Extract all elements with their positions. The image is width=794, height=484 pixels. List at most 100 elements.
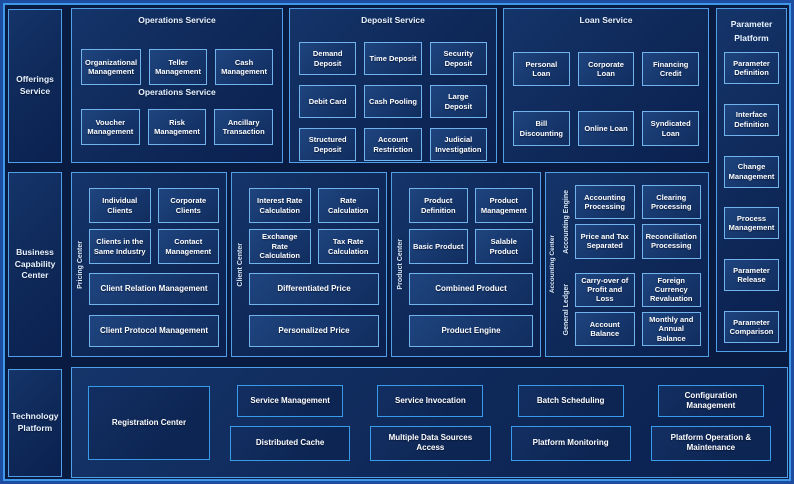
diagram-box: Personalized Price <box>249 315 379 347</box>
diagram-box: Time Deposit <box>364 42 422 75</box>
section-title: Loan Service <box>579 15 633 25</box>
diagram-box: Multiple Data Sources Access <box>370 425 491 461</box>
diagram-box: Ancillary Transaction <box>214 109 274 145</box>
diagram-box: Parameter Definition <box>724 51 779 84</box>
diagram-box: Parameter Comparison <box>724 310 779 343</box>
loan-row-1: Personal Loan Corporate Loan Financing C… <box>513 52 700 86</box>
tech-column-4: Configuration Management Platform Operat… <box>650 381 771 464</box>
pricing-row-2: Clients in the Same Industry Contact Man… <box>89 229 219 264</box>
deposit-row-3: Structured Deposit Account Restriction J… <box>299 128 487 161</box>
deposit-row-1: Demand Deposit Time Deposit Security Dep… <box>299 42 487 75</box>
diagram-box: Clients in the Same Industry <box>89 229 151 264</box>
diagram-box: Client Protocol Management <box>89 315 219 347</box>
product-row-2: Basic Product Salable Product <box>409 229 533 264</box>
diagram-box: Exchange Rate Calculation <box>249 229 311 264</box>
diagram-box: Service Management <box>237 384 344 417</box>
general-ledger-row-2: Account Balance Monthly and Annual Balan… <box>575 311 701 346</box>
general-ledger-subgroup: General Ledger Carry-over of Profit and … <box>558 272 701 347</box>
general-ledger-row-1: Carry-over of Profit and Loss Foreign Cu… <box>575 272 701 307</box>
group-vertical-label: Product Center <box>397 239 404 290</box>
deposit-row-2: Debit Card Cash Pooling Large Deposit <box>299 85 487 118</box>
diagram-box: Corporate Loan <box>577 52 635 86</box>
diagram-box: Contact Management <box>157 229 219 264</box>
diagram-box: Platform Monitoring <box>510 425 631 461</box>
offerings-service-panel: Offerings Service <box>8 9 62 163</box>
operations-row-2: Voucher Management Risk Management Ancil… <box>81 109 274 145</box>
diagram-box: Reconciliation Processing <box>641 224 701 259</box>
technology-platform-panel: Technology Platform <box>8 369 62 477</box>
subgroup-vertical-label: Accounting Engine <box>563 189 570 254</box>
diagram-box: Accounting Processing <box>575 185 635 220</box>
diagram-box: Voucher Management <box>81 109 140 145</box>
diagram-box: Registration Center <box>88 385 210 460</box>
tech-column-2: Service Invocation Multiple Data Sources… <box>370 381 491 464</box>
parameter-items: Parameter Definition Interface Definitio… <box>724 51 779 343</box>
diagram-box: Cash Pooling <box>364 85 422 118</box>
diagram-box: Process Management <box>724 207 779 240</box>
diagram-box: Salable Product <box>474 229 533 264</box>
diagram-box: Judicial Investigation <box>429 128 487 161</box>
product-center-group: Product Center Product Definition Produc… <box>391 172 541 357</box>
vertical-label-strip: Accounting Engine <box>558 185 575 259</box>
diagram-box: Syndicated Loan <box>642 111 700 146</box>
parameter-platform-panel: Parameter Platform Parameter Definition … <box>716 8 787 352</box>
technology-platform-container: Registration Center Service Management D… <box>71 367 788 478</box>
diagram-box: Client Relation Management <box>89 273 219 305</box>
diagram-box: Price and Tax Separated <box>575 224 635 259</box>
section-subtitle: Operations Service <box>138 87 216 97</box>
tech-column-3: Batch Scheduling Platform Monitoring <box>510 381 631 464</box>
panel-title-line2: Platform <box>734 33 769 44</box>
accounting-engine-subgroup: Accounting Engine Accounting Processing … <box>558 185 701 259</box>
section-title: Operations Service <box>138 15 216 25</box>
accounting-engine-row-2: Price and Tax Separated Reconciliation P… <box>575 224 701 259</box>
vertical-label-strip: Accounting Center <box>546 173 558 356</box>
diagram-box: Structured Deposit <box>299 128 357 161</box>
pricing-row-1: Individual Clients Corporate Clients <box>89 188 219 223</box>
group-vertical-label: Accounting Center <box>548 235 556 294</box>
diagram-box: Interface Definition <box>724 103 779 136</box>
group-vertical-label: Pricing Center <box>77 240 84 289</box>
vertical-label-strip: Client Center <box>232 173 249 356</box>
diagram-box: Large Deposit <box>429 85 487 118</box>
diagram-box: Monthly and Annual Balance <box>641 311 701 346</box>
diagram-box: Platform Operation & Maintenance <box>650 425 771 461</box>
diagram-box: Change Management <box>724 155 779 188</box>
diagram-box: Product Management <box>474 188 533 223</box>
deposit-service-section: Deposit Service Demand Deposit Time Depo… <box>289 8 497 163</box>
vertical-label-strip: General Ledger <box>558 273 575 347</box>
loan-service-section: Loan Service Personal Loan Corporate Loa… <box>503 8 709 163</box>
vertical-label-strip: Product Center <box>392 173 409 356</box>
diagram-box: Distributed Cache <box>230 425 351 461</box>
tech-column-1: Service Management Distributed Cache <box>230 381 351 464</box>
business-capability-center-panel: Business Capability Center <box>8 172 62 357</box>
diagram-box: Personal Loan <box>513 52 570 86</box>
diagram-box: Account Restriction <box>364 128 422 161</box>
diagram-box: Financing Credit <box>642 52 700 86</box>
diagram-box: Parameter Release <box>724 259 779 292</box>
diagram-box: Risk Management <box>147 109 207 145</box>
diagram-box: Service Invocation <box>377 384 484 417</box>
diagram-box: Individual Clients <box>89 188 151 223</box>
diagram-box: Teller Management <box>149 49 208 85</box>
product-row-1: Product Definition Product Management <box>409 188 533 223</box>
diagram-box: Differentiated Price <box>249 273 379 305</box>
diagram-box: Product Definition <box>409 188 468 223</box>
vertical-label-strip: Pricing Center <box>72 173 89 356</box>
diagram-box: Product Engine <box>409 315 533 347</box>
diagram-box: Interest Rate Calculation <box>249 188 311 223</box>
pricing-center-group: Pricing Center Individual Clients Corpor… <box>71 172 227 357</box>
diagram-box: Basic Product <box>409 229 468 264</box>
diagram-box: Configuration Management <box>657 384 764 417</box>
diagram-box: Batch Scheduling <box>517 384 624 417</box>
section-title: Deposit Service <box>361 15 425 25</box>
operations-row-1: Organizational Management Teller Managem… <box>81 49 273 85</box>
client-row-1: Interest Rate Calculation Rate Calculati… <box>249 188 379 223</box>
diagram-box: Corporate Clients <box>157 188 219 223</box>
diagram-box: Carry-over of Profit and Loss <box>575 272 635 307</box>
diagram-box: Cash Management <box>215 49 273 85</box>
diagram-box: Organizational Management <box>81 49 142 85</box>
diagram-box: Rate Calculation <box>317 188 379 223</box>
operations-service-section: Operations Service Organizational Manage… <box>71 8 283 163</box>
diagram-box: Account Balance <box>575 311 635 346</box>
